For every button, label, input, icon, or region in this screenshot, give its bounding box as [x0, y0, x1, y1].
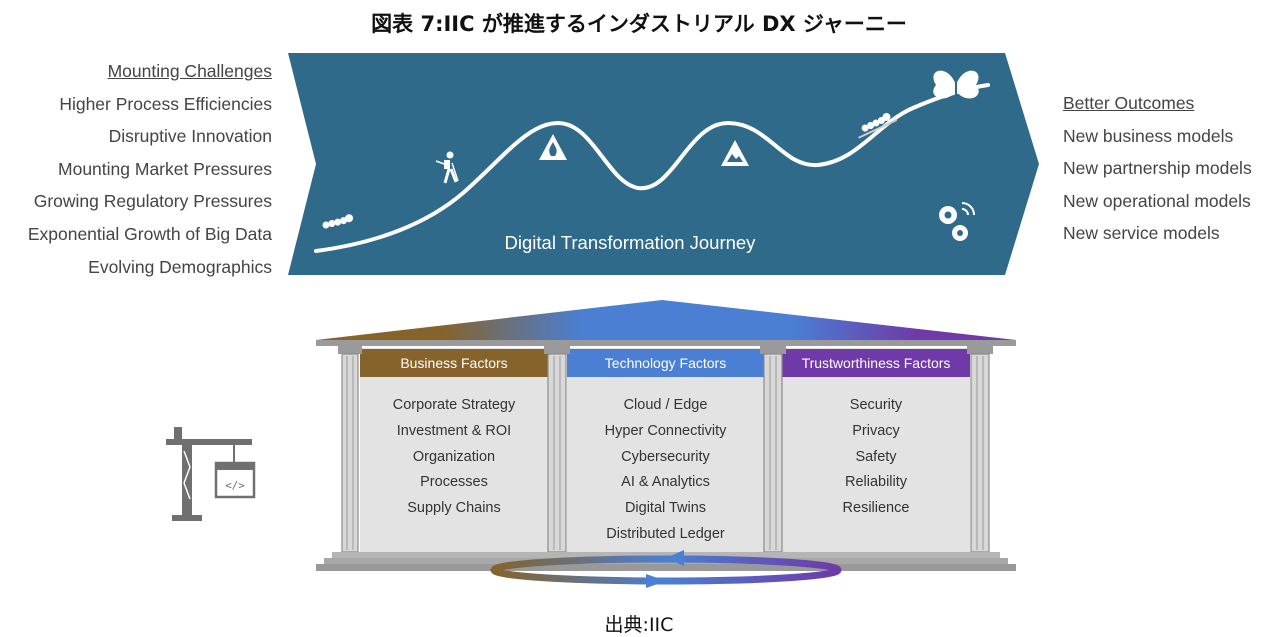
business-factors-heading: Business Factors: [400, 355, 508, 371]
journey-banner: [288, 53, 1039, 275]
outcome-item: New business models: [1063, 125, 1234, 146]
outcome-item: New partnership models: [1063, 158, 1252, 179]
list-item: Digital Twins: [624, 500, 707, 517]
challenge-item: Mounting Market Pressures: [58, 158, 272, 179]
butterfly-icon: [933, 70, 979, 99]
list-item: Supply Chains: [407, 500, 501, 517]
technology-panel: [567, 348, 764, 554]
code-window-icon: </>: [214, 461, 256, 499]
outcome-item: New operational models: [1063, 190, 1251, 211]
cycle-arrows-icon: [490, 550, 842, 588]
temple-column: [760, 346, 786, 553]
list-item: Hyper Connectivity: [604, 422, 727, 439]
journey-arrow-shape: [288, 53, 1039, 275]
list-item: AI & Analytics: [621, 474, 710, 491]
challenge-item: Disruptive Innovation: [108, 126, 272, 147]
caterpillar-icon: [858, 113, 898, 139]
outcome-item: New service models: [1063, 223, 1220, 244]
list-item: Privacy: [852, 422, 900, 439]
outcomes-list: Better Outcomes New business models New …: [1063, 87, 1278, 250]
list-item: Distributed Ledger: [606, 525, 725, 542]
list-item: Investment & ROI: [396, 422, 512, 439]
list-item: Security: [849, 397, 903, 413]
challenges-heading: Mounting Challenges: [107, 61, 272, 81]
challenge-item: Growing Regulatory Pressures: [33, 191, 272, 212]
figure-title: 図表 7:IIC が推進するインダストリアル DX ジャーニー: [371, 12, 907, 36]
challenges-list: Mounting Challenges Higher Process Effic…: [0, 55, 272, 283]
technology-factors-list: Cloud / Edge Hyper Connectivity Cybersec…: [567, 393, 764, 548]
hiker-icon: [435, 151, 459, 184]
challenge-item: Higher Process Efficiencies: [59, 93, 272, 114]
svg-text:</>: </>: [225, 479, 245, 492]
journey-label: Digital Transformation Journey: [504, 232, 756, 253]
list-item: Corporate Strategy: [392, 397, 516, 413]
temple-column: [967, 346, 993, 553]
gears-icon: [939, 202, 975, 241]
list-item: Safety: [855, 448, 897, 465]
caterpillar-icon: [322, 214, 354, 229]
list-item: Organization: [412, 448, 496, 465]
temple-step: [332, 552, 1000, 558]
temple-column: [338, 346, 362, 553]
crane-icon: </>: [166, 427, 256, 521]
journey-path: [314, 83, 990, 253]
hazard-sign-icon: [721, 140, 749, 166]
temple-diagram: [316, 300, 1016, 588]
temple-roof: [316, 300, 1016, 340]
list-item: Cybersecurity: [621, 448, 710, 465]
trustworthiness-factors-heading: Trustworthiness Factors: [801, 355, 951, 371]
outcomes-heading: Better Outcomes: [1063, 93, 1195, 113]
temple-step: [316, 564, 1016, 571]
list-item: Resilience: [842, 500, 910, 517]
list-item: Reliability: [844, 474, 908, 491]
trustworthiness-factors-list: Security Privacy Safety Reliability Resi…: [782, 393, 970, 522]
business-factors-list: Corporate Strategy Investment & ROI Orga…: [360, 393, 548, 522]
technology-factors-heading: Technology Factors: [604, 355, 727, 371]
trust-panel: [782, 348, 970, 554]
challenge-item: Evolving Demographics: [88, 256, 272, 277]
challenge-item: Exponential Growth of Big Data: [27, 223, 272, 244]
list-item: Cloud / Edge: [623, 397, 708, 413]
source-caption: 出典:IIC: [604, 614, 674, 636]
list-item: Processes: [420, 474, 488, 491]
hazard-sign-icon: [539, 134, 567, 160]
business-panel: [360, 348, 548, 554]
